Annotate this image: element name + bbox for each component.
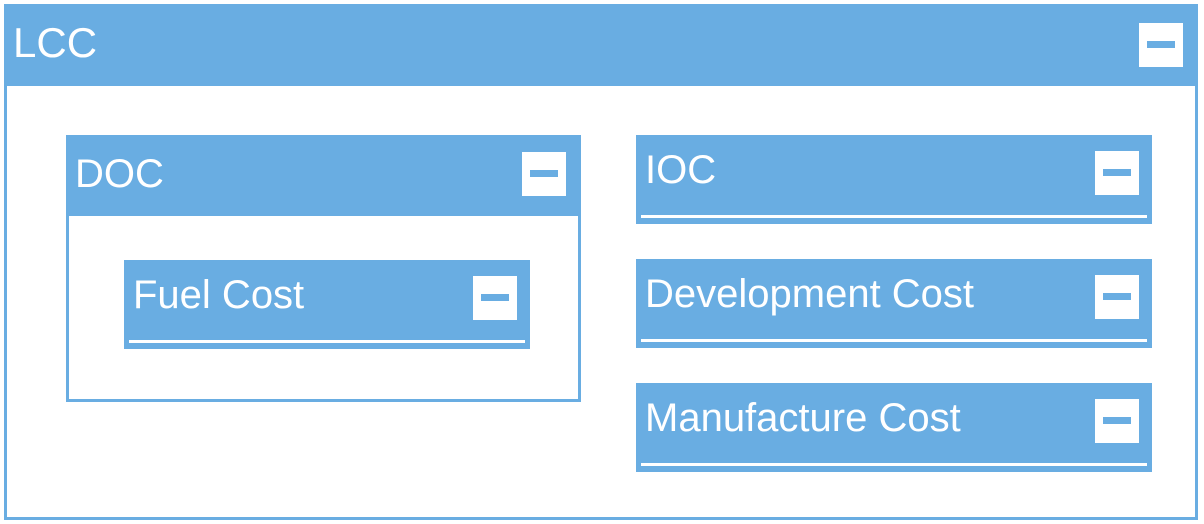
- minus-icon: [1103, 417, 1131, 424]
- minus-icon: [530, 170, 558, 177]
- ioc-collapse-button[interactable]: [1095, 151, 1139, 195]
- manufacture-cost-title: Manufacture Cost: [645, 396, 961, 440]
- doc-title: DOC: [75, 152, 164, 196]
- fuel-cost-collapse-button[interactable]: [473, 276, 517, 320]
- minus-icon: [1103, 293, 1131, 300]
- manufacture-cost-divider: [641, 463, 1147, 466]
- doc-header: DOC: [69, 138, 578, 216]
- development-cost-collapse-button[interactable]: [1095, 275, 1139, 319]
- development-cost-header: Development Cost: [639, 262, 1149, 345]
- development-cost-title: Development Cost: [645, 272, 975, 316]
- fuel-cost-panel: Fuel Cost: [124, 260, 530, 349]
- minus-icon: [481, 294, 509, 301]
- manufacture-cost-panel: Manufacture Cost: [636, 383, 1152, 472]
- ioc-title: IOC: [645, 148, 717, 192]
- manufacture-cost-header: Manufacture Cost: [639, 386, 1149, 469]
- doc-panel: DOC Fuel Cost: [66, 135, 581, 402]
- ioc-header: IOC: [639, 138, 1149, 221]
- fuel-cost-divider: [129, 340, 525, 343]
- minus-icon: [1103, 169, 1131, 176]
- lcc-collapse-button[interactable]: [1139, 23, 1183, 67]
- manufacture-cost-collapse-button[interactable]: [1095, 399, 1139, 443]
- lcc-panel: LCC DOC Fuel Cost IOC: [4, 4, 1198, 520]
- development-cost-panel: Development Cost: [636, 259, 1152, 348]
- ioc-divider: [641, 215, 1147, 218]
- doc-collapse-button[interactable]: [522, 152, 566, 196]
- minus-icon: [1147, 41, 1175, 48]
- development-cost-divider: [641, 339, 1147, 342]
- lcc-title: LCC: [13, 19, 98, 66]
- ioc-panel: IOC: [636, 135, 1152, 224]
- lcc-header: LCC: [7, 7, 1195, 86]
- fuel-cost-title: Fuel Cost: [133, 273, 305, 317]
- fuel-cost-header: Fuel Cost: [127, 263, 527, 346]
